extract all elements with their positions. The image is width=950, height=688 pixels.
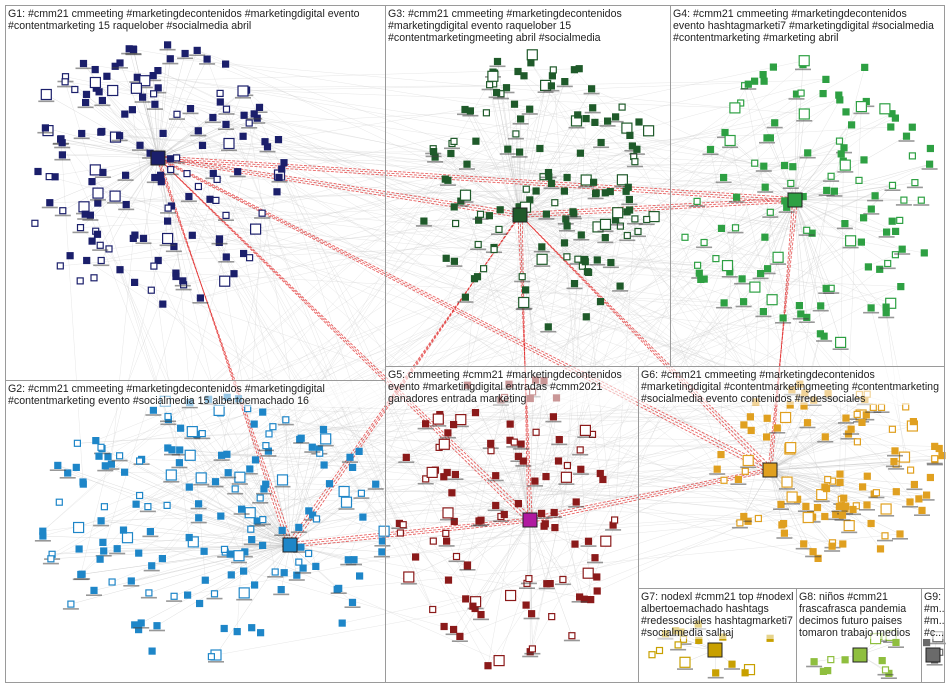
- group-label-g1: G1: #cmm21 cmmeeting #marketingdeconteni…: [6, 6, 384, 32]
- group-label-g8: G8: niños #cmm21 frascafrasca pandemia d…: [797, 589, 920, 639]
- group-label-g6: G6: #cmm21 cmmeeting #marketingdeconteni…: [639, 367, 944, 405]
- group-label-g3: G3: #cmm21 cmmeeting #marketingdeconteni…: [386, 6, 668, 44]
- group-label-g2: G2: #cmm21 cmmeeting #marketingdeconteni…: [6, 381, 384, 407]
- group-box-g1: [5, 5, 386, 381]
- group-box-g4: [670, 5, 945, 367]
- group-label-g4: G4: #cmm21 cmmeeting #marketingdeconteni…: [671, 6, 943, 44]
- group-label-g9: G9: #m... #m... #c...: [922, 589, 944, 639]
- group-box-g5: [385, 366, 639, 683]
- group-label-g5: G5: cmmeeting #cmm21 #marketingdeconteni…: [386, 367, 636, 405]
- group-box-g3: [385, 5, 671, 367]
- group-box-g2: [5, 380, 386, 683]
- group-label-g7: G7: nodexl #cmm21 top #nodexl albertoema…: [639, 589, 795, 639]
